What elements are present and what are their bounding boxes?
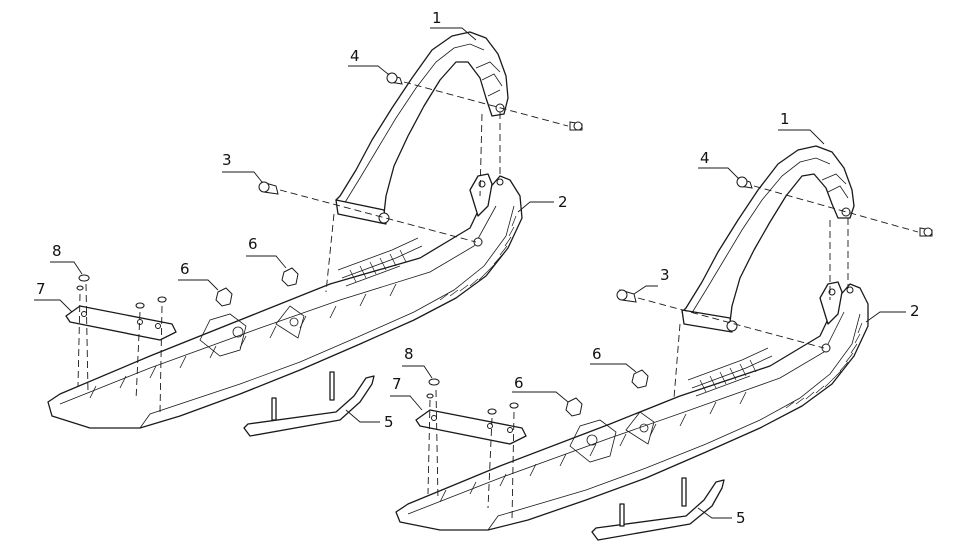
callout-right-3: 3 (660, 266, 670, 284)
bumper-handle-right (681, 145, 855, 333)
callout-right-4: 4 (700, 149, 710, 167)
callouts: 1 2 3 4 5 6 6 7 8 1 2 3 4 5 6 6 7 (34, 9, 920, 527)
ski-body-left (47, 173, 523, 429)
ski-assembly-left (47, 31, 583, 437)
callout-right-7: 7 (392, 375, 402, 393)
callout-left-1: 1 (432, 9, 442, 27)
callout-right-5: 5 (736, 509, 746, 527)
nuts-left (215, 267, 299, 307)
bolts-right (616, 176, 933, 353)
alignment-lines-right (427, 185, 919, 521)
nuts-right (565, 369, 649, 417)
wear-bar-right (591, 477, 725, 541)
bolts-left (258, 72, 583, 247)
callout-left-6a: 6 (248, 235, 258, 253)
callout-left-4: 4 (350, 47, 360, 65)
wear-bar-left (243, 371, 375, 437)
callout-left-8: 8 (52, 242, 62, 260)
callout-left-3: 3 (222, 151, 232, 169)
screws-right (426, 378, 519, 415)
screws-left (76, 274, 167, 309)
plate-right (415, 409, 527, 445)
callout-right-6a: 6 (592, 345, 602, 363)
bumper-handle-left (335, 31, 509, 225)
callout-right-6b: 6 (514, 374, 524, 392)
callout-left-2: 2 (558, 193, 568, 211)
alignment-lines-left (77, 81, 569, 413)
callout-right-8: 8 (404, 345, 414, 363)
callout-left-5: 5 (384, 413, 394, 431)
callout-right-1: 1 (780, 110, 790, 128)
ski-assembly-right (395, 145, 933, 541)
callout-left-6b: 6 (180, 260, 190, 278)
plate-left (65, 305, 177, 341)
callout-left-7: 7 (36, 280, 46, 298)
callout-right-2: 2 (910, 302, 920, 320)
ski-body-right (395, 281, 869, 531)
